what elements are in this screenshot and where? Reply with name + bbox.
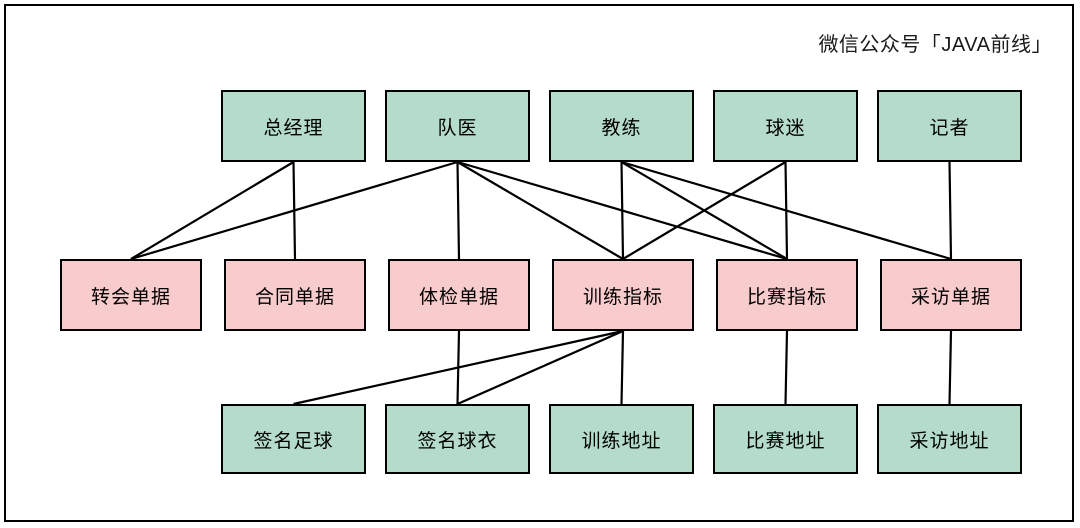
edge-training-to-ball	[293, 329, 624, 406]
node-contract[interactable]: 合同单据	[224, 259, 366, 331]
node-jersey[interactable]: 签名球衣	[385, 404, 530, 474]
node-match[interactable]: 比赛指标	[716, 259, 858, 331]
node-trainaddr[interactable]: 训练地址	[549, 404, 694, 474]
node-interaddr[interactable]: 采访地址	[877, 404, 1022, 474]
node-gm[interactable]: 总经理	[221, 90, 366, 162]
edge-interview-to-interaddr	[948, 330, 953, 405]
diagram-border	[4, 4, 1074, 522]
edge-fan-to-training	[622, 161, 787, 260]
edge-match-to-matchaddr	[784, 330, 789, 405]
edge-reporter-to-interview	[948, 161, 953, 260]
node-doctor[interactable]: 队医	[385, 90, 530, 162]
node-transfer[interactable]: 转会单据	[60, 259, 202, 331]
node-ball[interactable]: 签名足球	[221, 404, 366, 474]
edge-doctor-to-transfer	[130, 160, 458, 261]
edge-training-to-jersey	[457, 329, 624, 406]
edge-doctor-to-training	[456, 161, 624, 260]
watermark-text: 微信公众号「JAVA前线」	[818, 34, 1052, 56]
node-medical[interactable]: 体检单据	[388, 259, 530, 331]
node-coach[interactable]: 教练	[549, 90, 694, 162]
edge-gm-to-transfer	[130, 161, 295, 260]
node-reporter[interactable]: 记者	[877, 90, 1022, 162]
edge-fan-to-match	[784, 161, 789, 260]
edge-doctor-to-medical	[456, 161, 461, 260]
node-interview[interactable]: 采访单据	[880, 259, 1022, 331]
node-matchaddr[interactable]: 比赛地址	[713, 404, 858, 474]
node-fan[interactable]: 球迷	[713, 90, 858, 162]
node-training[interactable]: 训练指标	[552, 259, 694, 331]
edge-training-to-trainaddr	[620, 330, 625, 405]
edge-coach-to-training	[620, 161, 625, 260]
